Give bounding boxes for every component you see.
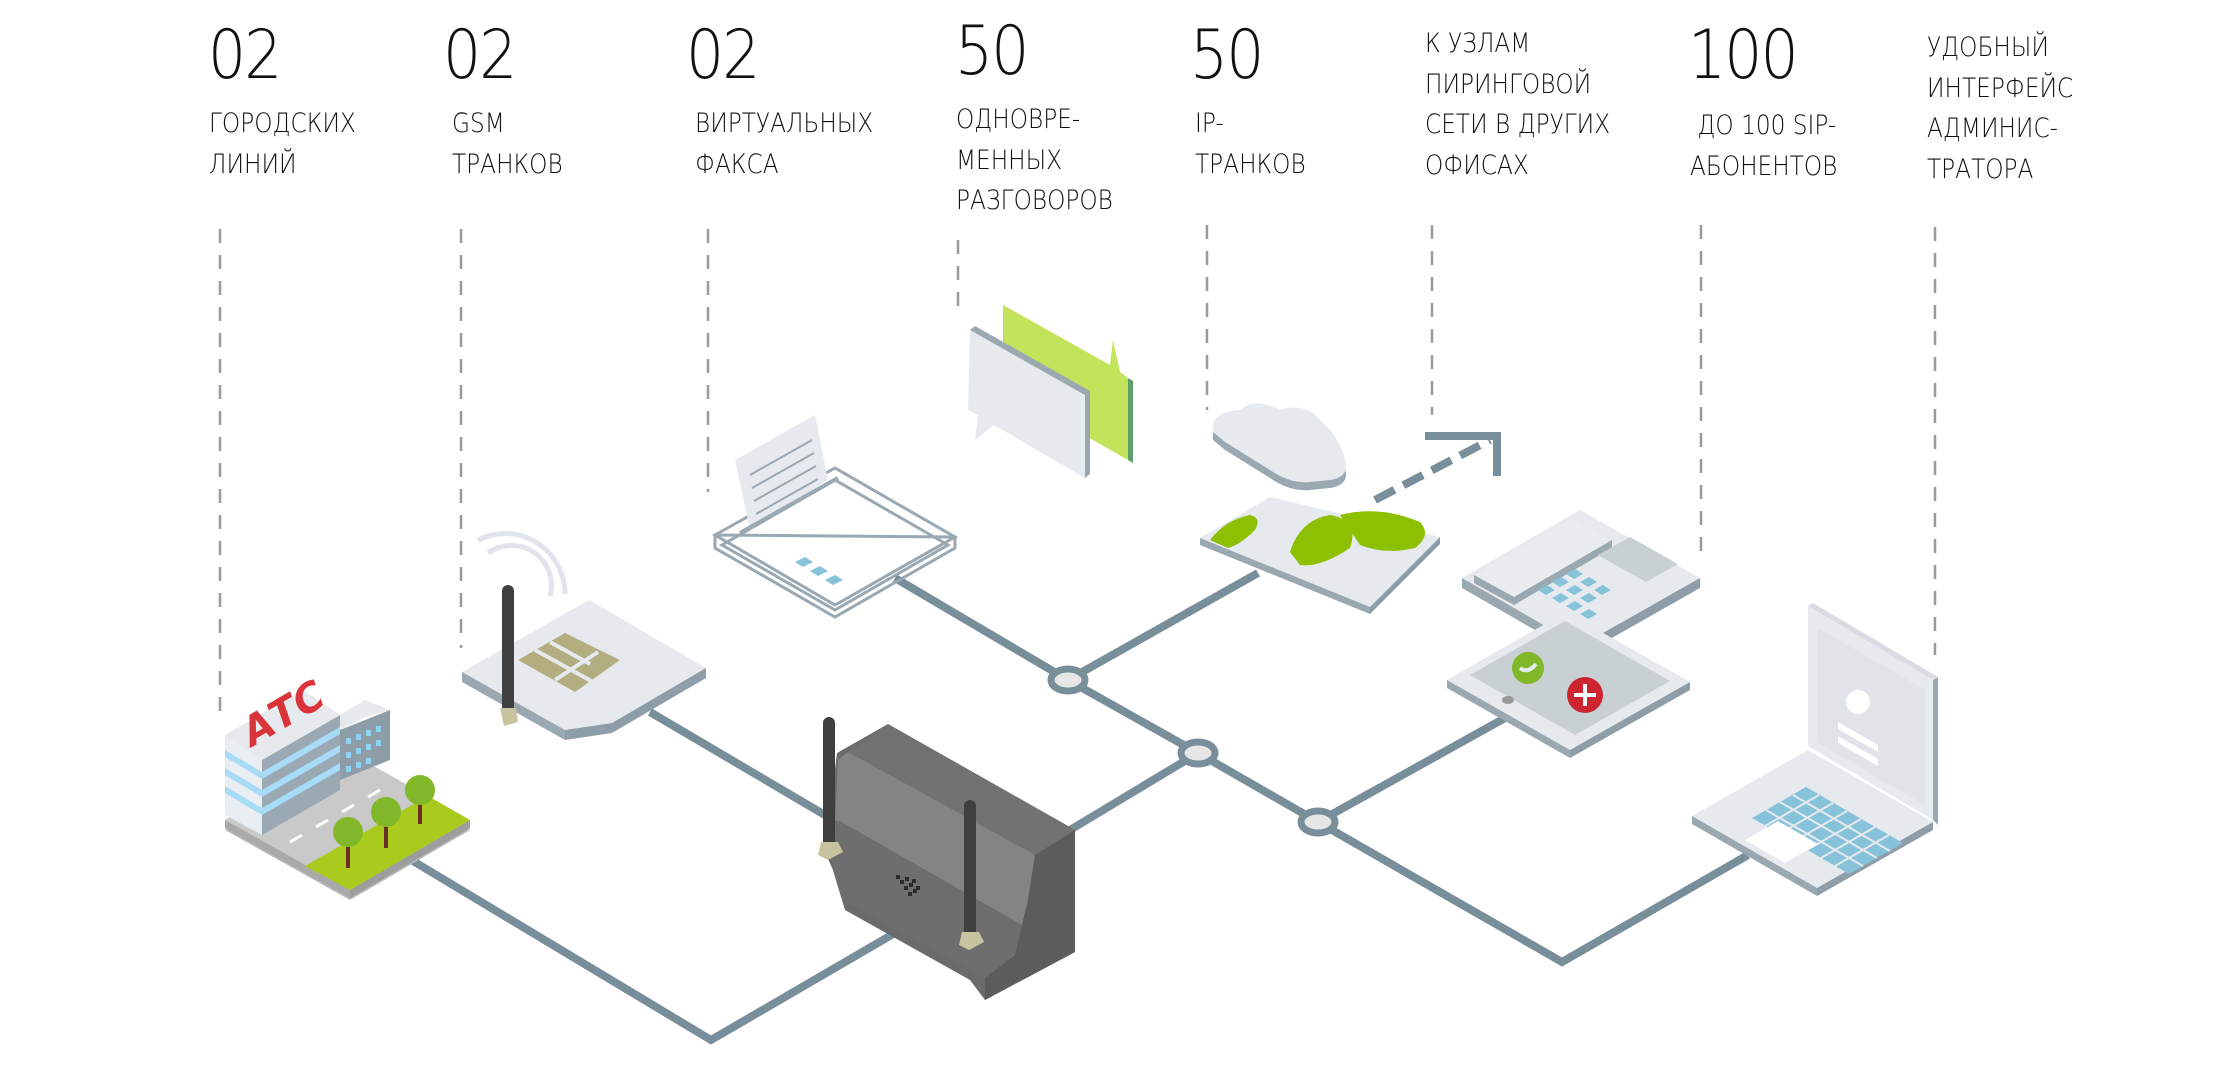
feature-label: IP-ТРАНКОВ (1195, 108, 1306, 180)
feature-label: ДО 100 SIP-АБОНЕНТОВ (1690, 110, 1838, 182)
feature-number: 100 (1688, 16, 1799, 95)
network-nodes (1047, 665, 1339, 837)
link-building-router (405, 854, 903, 1045)
dashed-leaders (218, 225, 1937, 722)
feature-number: 02 (443, 16, 517, 95)
building-icon: АТС (225, 672, 470, 900)
router-logo (896, 875, 920, 896)
antenna (964, 800, 976, 940)
link-node-laptop (1316, 818, 1750, 967)
link-node-node (1196, 749, 1320, 826)
chat-bubbles-icon (968, 305, 1133, 478)
link-phone-node (1316, 714, 1507, 826)
tablet-icon (1447, 612, 1690, 758)
sim-card-icon (462, 531, 706, 740)
cloud-map-icon (1200, 403, 1501, 614)
laptop-icon (1692, 603, 1938, 896)
junction-node (1297, 807, 1339, 837)
feature-number: 50 (1190, 16, 1264, 95)
link-node-node (1066, 676, 1200, 757)
link-fax-node (892, 574, 1071, 684)
router-icon (818, 717, 1075, 1000)
feature-number: 50 (955, 12, 1029, 91)
network-lines (405, 569, 1750, 1045)
junction-node (1177, 738, 1219, 768)
antenna (823, 717, 835, 849)
arrow-out-icon (1425, 432, 1501, 476)
junction-node (1047, 665, 1089, 695)
link-router-node (1067, 749, 1201, 834)
feature-number: 02 (208, 16, 282, 95)
link-map-node (1066, 569, 1260, 684)
desk-phone-icon (1462, 510, 1700, 656)
feature-number: 02 (686, 16, 760, 95)
fax-icon (711, 415, 959, 619)
link-sim-router (647, 708, 833, 822)
